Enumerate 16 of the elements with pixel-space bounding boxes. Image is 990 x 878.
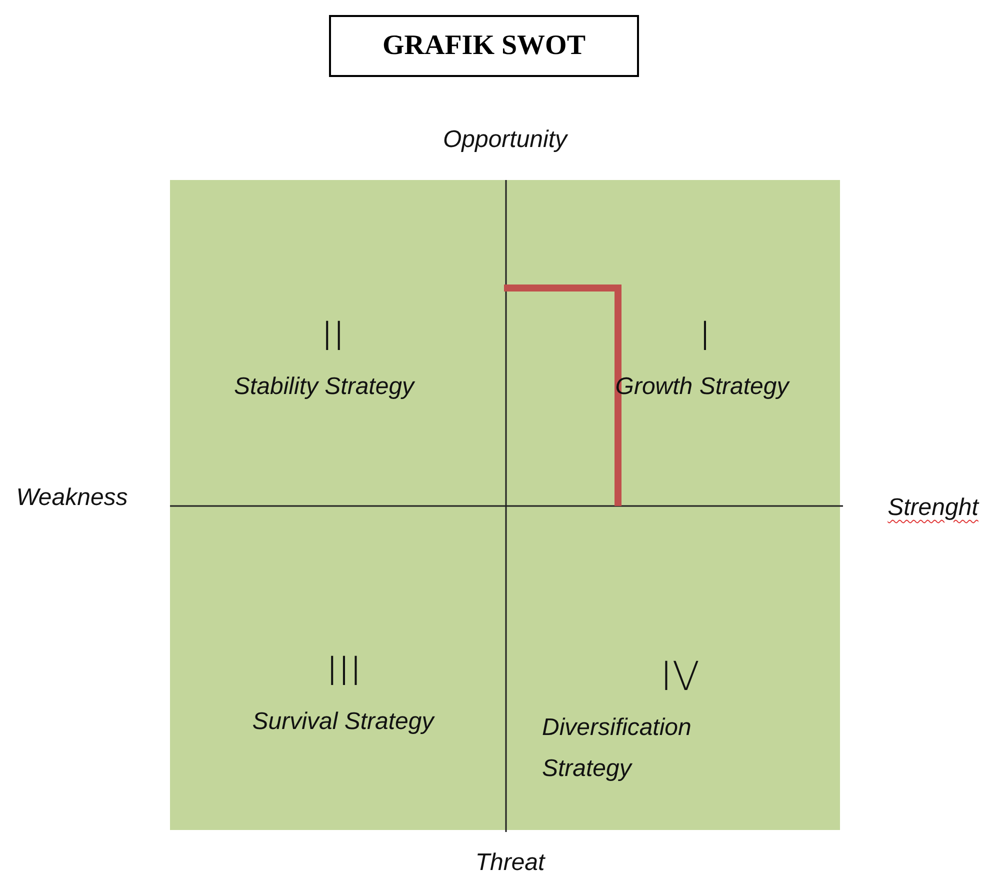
strategy-label: Stability Strategy — [234, 373, 414, 401]
quadrant — [170, 506, 506, 830]
axis-label: Opportunity — [442, 126, 568, 154]
axis-label: Strenght — [888, 494, 978, 522]
quadrant — [506, 506, 840, 830]
quadrant-number: III — [326, 649, 362, 695]
axis-label: Threat — [475, 849, 545, 877]
strategy-label: Survival Strategy — [252, 708, 434, 736]
strategy-label: Diversification Strategy — [542, 713, 692, 784]
title: GRAFIK SWOT — [329, 15, 639, 77]
quadrant-number: IV — [660, 654, 700, 700]
axis-label: Weakness — [16, 484, 128, 512]
quadrant — [506, 180, 840, 506]
quadrant-number: II — [321, 314, 345, 360]
quadrant-number: I — [699, 314, 711, 360]
quadrant — [170, 180, 506, 506]
